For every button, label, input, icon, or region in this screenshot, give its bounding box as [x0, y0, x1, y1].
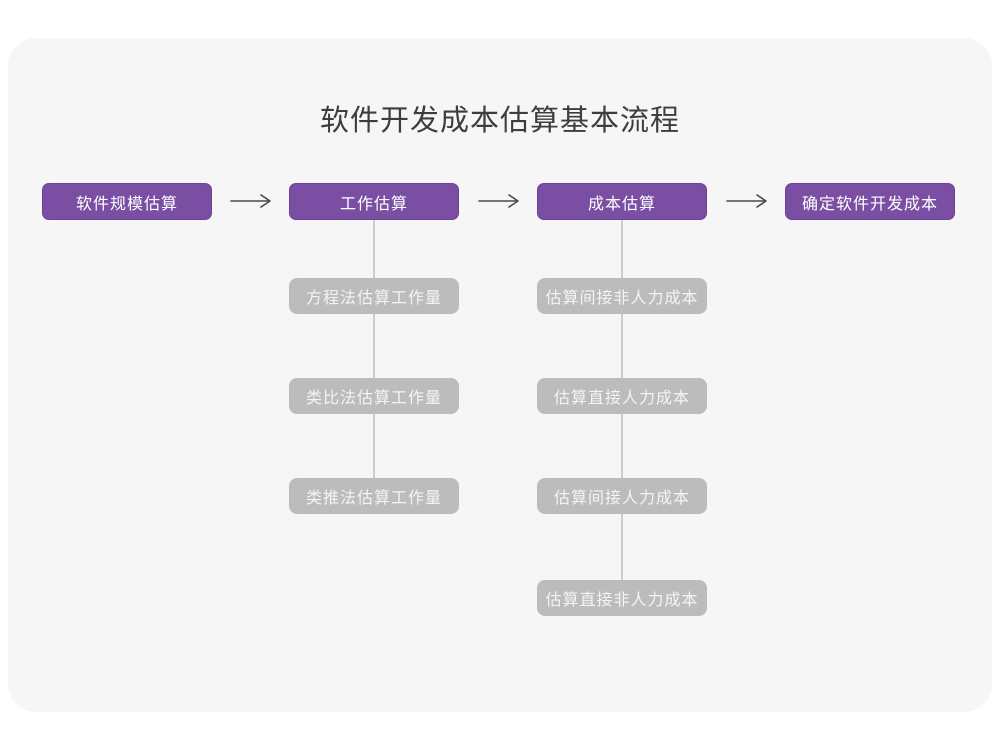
substep-node-direct-nonlabor-cost: 估算直接非人力成本 [537, 580, 707, 616]
substep-node-direct-labor-cost: 估算直接人力成本 [537, 378, 707, 414]
stage-node-determine-development-cost: 确定软件开发成本 [785, 183, 955, 220]
substep-node-indirect-labor-cost: 估算间接人力成本 [537, 478, 707, 514]
stage-node-software-scale-estimation: 软件规模估算 [42, 183, 212, 220]
diagram-card [8, 38, 992, 712]
right-arrow-icon [478, 194, 519, 208]
substep-node-indirect-nonlabor-cost: 估算间接非人力成本 [537, 278, 707, 314]
stage-node-work-estimation: 工作估算 [289, 183, 459, 220]
substep-node-extrapolation-method: 类推法估算工作量 [289, 478, 459, 514]
right-arrow-icon [726, 194, 767, 208]
right-arrow-icon [230, 194, 271, 208]
substep-node-equation-method: 方程法估算工作量 [289, 278, 459, 314]
diagram-title: 软件开发成本估算基本流程 [319, 105, 680, 137]
connector-line-work-estimation [373, 220, 375, 497]
substep-node-analogy-method: 类比法估算工作量 [289, 378, 459, 414]
stage-node-cost-estimation: 成本估算 [537, 183, 707, 220]
